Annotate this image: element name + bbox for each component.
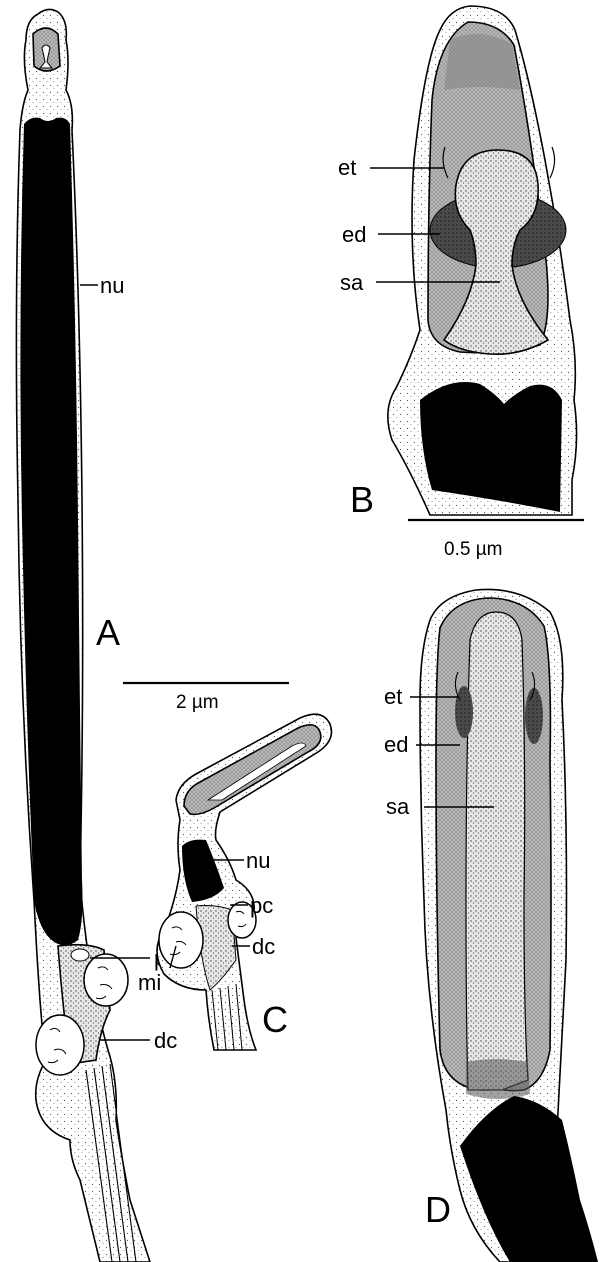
panel-d-subacrosomal-base	[466, 1059, 530, 1099]
panel-c-mitochondrion-left	[159, 912, 203, 968]
panel-b-endonuclear-tubule-right	[550, 147, 555, 178]
panel-a-mitochondrion-left	[36, 1015, 84, 1075]
panel-c: 2 µm nu pc mi dc C	[123, 683, 332, 1050]
panel-b-label-sa: sa	[340, 270, 364, 295]
panel-d-subacrosomal-space	[466, 612, 528, 1090]
panel-c-label-dc: dc	[252, 934, 275, 959]
panel-c-label-nu: nu	[246, 848, 270, 873]
panel-b-label-et: et	[338, 155, 356, 180]
scale-bar-large: 0.5 µm	[408, 520, 584, 560]
panel-b-acrosome-apex	[444, 34, 520, 90]
panel-d-label-sa: sa	[386, 794, 410, 819]
panel-a: nu pc dc A	[16, 9, 177, 1262]
panel-b-letter: B	[350, 479, 374, 520]
panel-d-letter: D	[425, 1189, 451, 1230]
panel-d-label-ed: ed	[384, 732, 408, 757]
panel-b: et ed sa B	[338, 6, 577, 520]
panel-a-letter: A	[96, 612, 120, 653]
panel-a-centriole-proximal	[71, 949, 89, 961]
scale-bar-large-label: 0.5 µm	[444, 539, 502, 560]
scale-bar-small: 2 µm	[123, 683, 289, 713]
panel-c-label-mi: mi	[138, 970, 161, 995]
panel-d-electron-dense-right	[525, 688, 543, 744]
panel-b-label-ed: ed	[342, 222, 366, 247]
panel-a-label-dc: dc	[154, 1028, 177, 1053]
panel-a-label-nu: nu	[100, 273, 124, 298]
panel-d-label-et: et	[384, 684, 402, 709]
panel-d: et ed sa D	[384, 589, 598, 1262]
panel-c-label-pc: pc	[250, 893, 273, 918]
panel-c-letter: C	[262, 999, 288, 1040]
panel-a-mitochondrion-right	[84, 954, 128, 1006]
scale-bar-small-label: 2 µm	[176, 692, 219, 713]
